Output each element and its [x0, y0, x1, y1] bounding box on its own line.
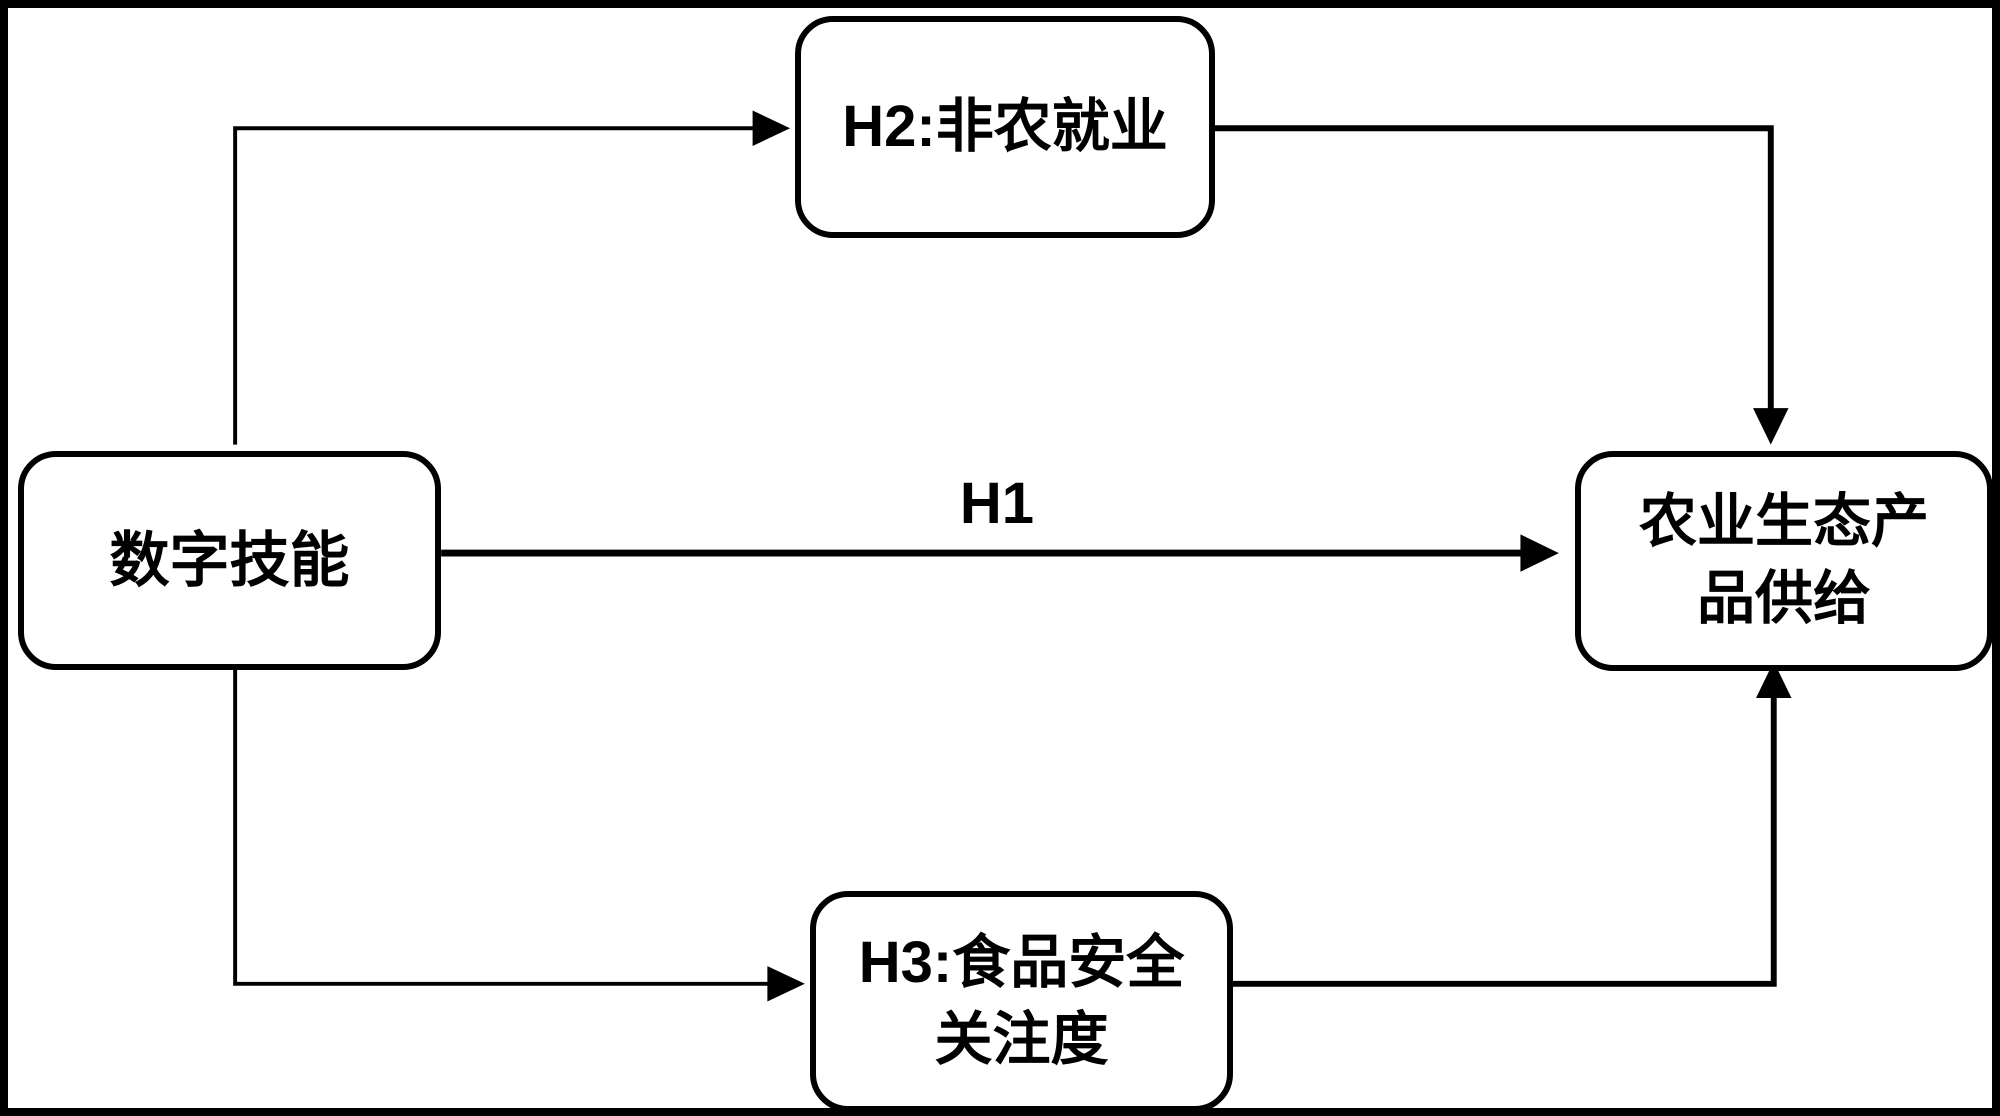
edge-h3-to-outcome-line	[1221, 693, 1777, 987]
edge-digital-to-h2-line	[233, 126, 759, 445]
node-digital-skills: 数字技能	[18, 451, 441, 670]
arrowhead-right-into-h2-icon	[752, 110, 791, 146]
node-digital-skills-label: 数字技能	[109, 526, 350, 594]
edge-label-h1: H1	[959, 471, 1035, 536]
node-h2-label: H2:非农就业	[842, 93, 1168, 159]
node-h3-food-safety-attention: H3:食品安全 关注度	[810, 891, 1233, 1108]
arrowhead-down-into-outcome-icon	[1753, 408, 1789, 445]
arrowhead-right-into-h3-icon	[767, 966, 805, 1002]
node-outcome-label: 农业生态产 品供给	[1638, 489, 1929, 631]
node-agri-eco-product-supply: 农业生态产 品供给	[1575, 451, 1992, 671]
edge-h2-to-outcome-line	[1204, 125, 1774, 415]
arrowhead-right-into-outcome-icon	[1520, 534, 1559, 572]
node-h3-label: H3:食品安全 关注度	[858, 929, 1185, 1072]
edges-layer	[233, 110, 1792, 1002]
edge-digital-to-h3-line	[233, 660, 774, 986]
node-h2-nonfarm-employment: H2:非农就业	[795, 16, 1215, 238]
arrowhead-up-into-outcome-icon	[1756, 661, 1792, 698]
